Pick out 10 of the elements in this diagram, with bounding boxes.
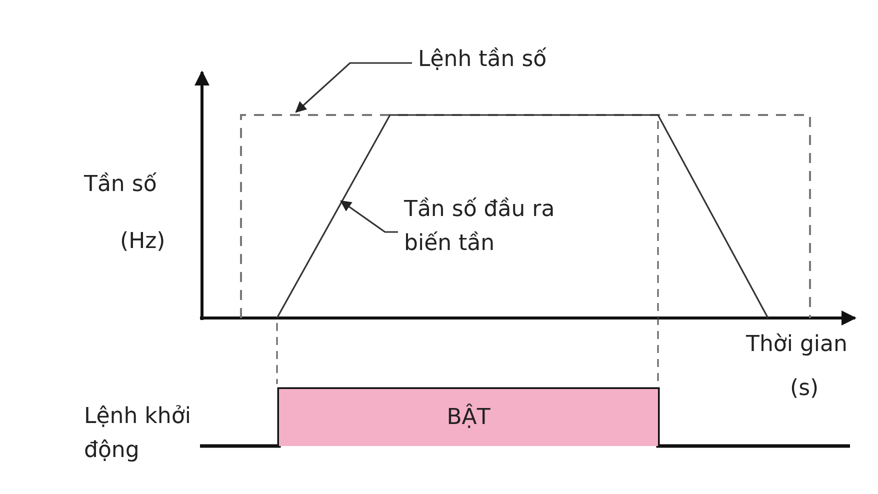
callout-label: Lệnh tần số <box>418 43 547 77</box>
callout-label: Tần số đầu ra biến tần <box>404 193 604 261</box>
axis-label: Thời gian <box>746 331 848 359</box>
leader-line <box>340 200 398 233</box>
axis-label: (Hz) <box>120 228 166 256</box>
axis-label: (s) <box>790 375 819 403</box>
signal-label: Lệnh khởi động <box>84 403 192 465</box>
on-signal-pulse: BẬT <box>279 389 658 446</box>
leader-line <box>295 62 412 113</box>
axis-label: Tần số <box>84 171 157 199</box>
